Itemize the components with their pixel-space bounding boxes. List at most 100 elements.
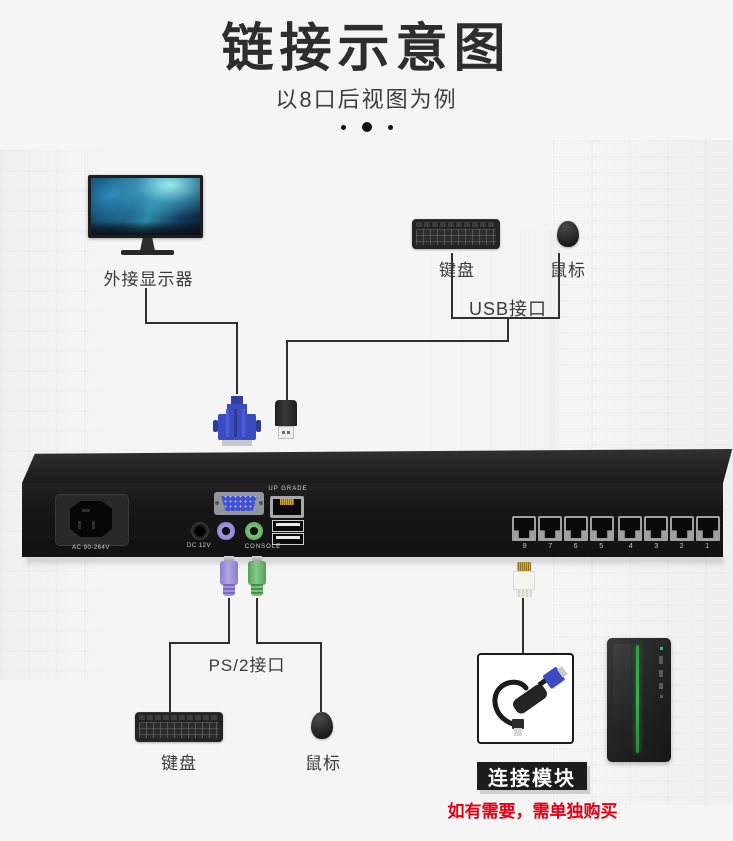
tower-port	[659, 670, 663, 677]
rj45-opening	[698, 518, 718, 538]
console-ps2-keyboard-port	[217, 522, 235, 540]
rj45-opening	[620, 518, 640, 538]
tower-green-stripe	[636, 645, 639, 753]
ps2-body	[248, 561, 266, 585]
rj45-port-5	[590, 516, 614, 541]
vga-thumbscrew-right	[256, 420, 261, 432]
ac-pin-slot	[82, 509, 90, 512]
usb-metal-tip	[278, 426, 294, 439]
dongle-cable	[492, 679, 529, 728]
ps2-metal-ring	[252, 556, 262, 562]
dongle-body	[513, 684, 547, 714]
dongle-vga-head	[543, 666, 568, 689]
rj45-port-8	[512, 516, 536, 541]
keyboard-keys	[139, 722, 219, 738]
kvm-dongle-icon	[492, 666, 568, 736]
ac-voltage-label: AC 90-264V	[72, 545, 110, 551]
usb-port-tongue	[276, 523, 300, 526]
rj45-opening	[592, 518, 612, 538]
mouse-top-label: 鼠标	[550, 261, 586, 280]
usb-cap	[275, 400, 297, 426]
rj45-opening	[540, 518, 560, 538]
purchase-note: 如有需要，需单独购买	[447, 802, 618, 821]
rj45-port-4	[618, 516, 642, 541]
usb-contact	[287, 431, 290, 434]
port-numbers-a: 8 7 6 5	[512, 543, 614, 550]
ac-pin-slot	[78, 521, 81, 529]
upgrade-rj45-port	[270, 496, 304, 518]
ps2-metal-ring	[224, 556, 234, 562]
kvm-device-rear-panel: AC 90-264V DC 12V UP GRADE CONSOLE	[22, 483, 723, 557]
mouse-bottom-icon	[311, 712, 333, 739]
monitor-icon	[88, 175, 203, 238]
ps2-port-face	[217, 522, 235, 540]
tower-port	[659, 683, 663, 689]
tower-power-led	[659, 647, 663, 650]
monitor-stand-neck	[140, 238, 155, 251]
ps2-mouse-connector-icon	[248, 556, 266, 602]
keyboard-function-row	[139, 715, 219, 720]
tower-button	[659, 695, 663, 698]
port-number: 2	[679, 543, 684, 550]
device-shadow	[26, 557, 724, 567]
dot-large-icon	[361, 122, 372, 132]
dongle-vga-shell	[543, 667, 565, 689]
rj45-opening	[514, 518, 534, 538]
wire-keyboard-mouse-join	[451, 253, 560, 319]
rj45-bank-b	[618, 516, 720, 541]
rj45-opening	[672, 518, 692, 538]
dongle-usb-tip	[514, 728, 522, 736]
mouse-top-icon	[557, 221, 579, 247]
page-title: 链接示意图	[221, 20, 512, 78]
vga-ridge	[226, 409, 229, 437]
wire-monitor-to-vga	[145, 288, 238, 394]
rj45-plug-contacts	[517, 562, 531, 572]
rj45-plug-boot	[516, 590, 532, 597]
keyboard-bottom-icon	[135, 712, 223, 742]
rj45-contacts	[280, 499, 294, 505]
dongle-usb-cap	[512, 719, 524, 729]
rj45-port-3	[644, 516, 668, 541]
rj45-opening	[566, 518, 586, 538]
keyboard-bottom-label: 键盘	[161, 754, 197, 773]
port-number: 1	[705, 543, 710, 550]
keyboard-top-label: 键盘	[439, 261, 475, 280]
ps2-interface-label: PS/2接口	[208, 656, 286, 675]
vga-port-pins	[221, 496, 257, 511]
console-vga-port	[214, 492, 264, 515]
monitor-stand-base	[121, 250, 174, 255]
rj45-port-2	[670, 516, 694, 541]
port-number: 7	[548, 543, 553, 550]
usb-connector-icon	[275, 400, 297, 440]
wire-ps2-mouse	[256, 598, 322, 712]
wire-ps2-keyboard	[169, 598, 230, 712]
dongle-vga-edge	[557, 666, 568, 678]
ac-pin-slot	[92, 521, 95, 529]
console-ps2-mouse-port	[245, 522, 263, 540]
monitor-screen	[91, 178, 200, 235]
ps2-port-face	[245, 522, 263, 540]
vga-connector-icon	[213, 396, 261, 446]
console-usb-port	[272, 533, 304, 545]
port-number: 4	[628, 543, 633, 550]
ps2-ridge	[251, 584, 263, 596]
rj45-port-6	[564, 516, 588, 541]
port-numbers-b: 4 3 2 1	[618, 543, 720, 550]
dc-power-jack	[191, 522, 209, 540]
console-usb-port	[272, 520, 304, 532]
tower-pc-icon	[607, 638, 671, 762]
tower-front-ports	[659, 647, 663, 698]
rj45-port-7	[538, 516, 562, 541]
vga-thumbscrew-left	[213, 420, 218, 432]
port-number: 6	[573, 543, 578, 550]
vga-screw-hole	[259, 501, 263, 505]
port-number: 5	[599, 543, 604, 550]
page-subtitle: 以8口后视图为例	[275, 87, 458, 112]
rj45-bank-a	[512, 516, 614, 541]
dot-small-icon	[387, 124, 393, 130]
dot-small-icon	[340, 124, 346, 130]
port-number: 3	[654, 543, 659, 550]
kvm-device-top-face	[22, 449, 733, 483]
